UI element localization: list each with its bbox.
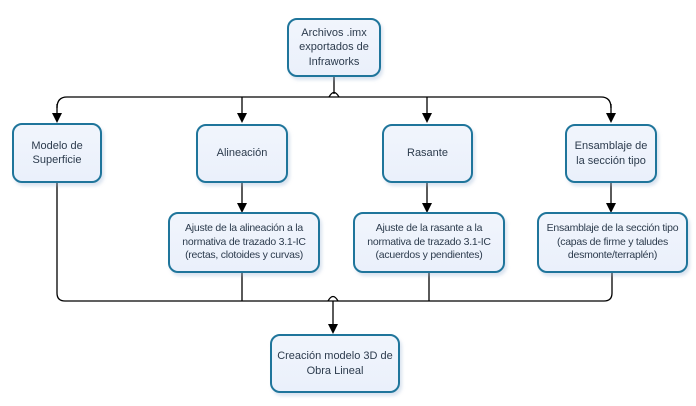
node-assembly-detail: Ensamblaje de la sección tipo (capas de … [537,212,688,273]
node-alignment-label: Alineación [216,147,268,160]
edge-top-bus [56,96,612,109]
node-output-label: Creación modelo 3D de Obra Lineal [277,350,393,377]
node-alignment-detail-label: Ajuste de la alineación a la normativa d… [182,221,306,262]
node-grade-detail: Ajuste de la rasante a la normativa de t… [353,212,505,273]
node-surface-label: Modelo de Superficie [31,139,83,166]
node-surface-model: Modelo de Superficie [12,123,102,183]
node-assembly-detail-label: Ensamblaje de la sección tipo (capas de … [546,221,679,262]
edge-hop-top [328,91,340,98]
node-grade-label: Rasante [407,147,448,160]
node-grade: Rasante [382,124,473,183]
node-output-3d-model: Creación modelo 3D de Obra Lineal [270,334,400,393]
edge-hop-bottom [327,295,339,302]
node-source-label: Archivos .imx exportados de Infraworks [299,27,369,68]
node-alignment: Alineación [196,124,288,183]
node-alignment-detail: Ajuste de la alineación a la normativa d… [168,212,320,273]
node-assembly: Ensamblaje de la sección tipo [565,124,657,183]
node-grade-detail-label: Ajuste de la rasante a la normativa de t… [367,221,491,262]
node-source-imx: Archivos .imx exportados de Infraworks [287,18,381,77]
node-assembly-label: Ensamblaje de la sección tipo [574,140,648,167]
edge-bottom-bus [56,183,613,302]
